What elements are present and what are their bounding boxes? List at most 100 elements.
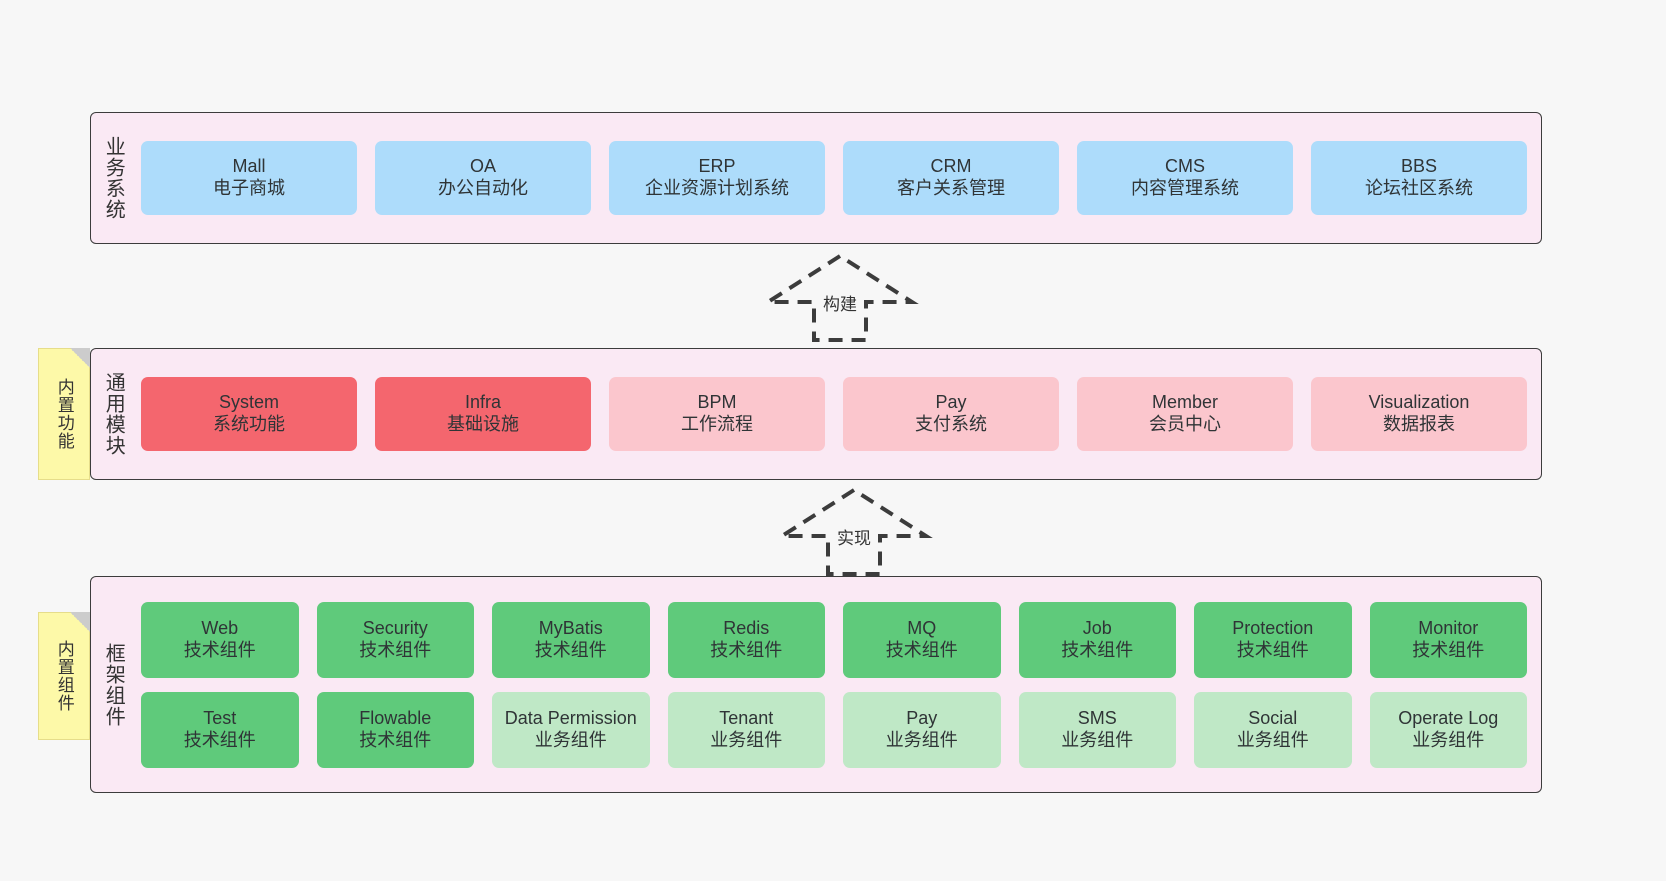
module-card-mall[interactable]: Mall 电子商城 bbox=[141, 141, 357, 215]
layer-body-common-modules: System 系统功能 Infra 基础设施 BPM 工作流程 Pay 支付系统… bbox=[135, 349, 1541, 479]
layer-title-framework-components: 框架组件 bbox=[102, 642, 125, 727]
component-card-protection[interactable]: Protection 技术组件 bbox=[1194, 601, 1352, 678]
module-card-infra[interactable]: Infra 基础设施 bbox=[375, 377, 591, 451]
layer-row: System 系统功能 Infra 基础设施 BPM 工作流程 Pay 支付系统… bbox=[141, 377, 1527, 451]
connector-implement: 实现 bbox=[766, 486, 942, 576]
component-card-pay[interactable]: Pay 业务组件 bbox=[843, 691, 1001, 768]
connector-label: 构建 bbox=[823, 295, 857, 314]
component-card-subtitle: 技术组件 bbox=[1412, 639, 1485, 660]
component-card-mq[interactable]: MQ 技术组件 bbox=[843, 601, 1001, 678]
module-card-subtitle: 数据报表 bbox=[1383, 414, 1455, 434]
component-card-subtitle: 技术组件 bbox=[359, 729, 432, 750]
component-card-subtitle: 业务组件 bbox=[534, 729, 607, 750]
sticky-note-builtin-components: 内置组件 bbox=[38, 612, 90, 740]
component-card-subtitle: 技术组件 bbox=[534, 639, 607, 660]
component-card-title: Protection bbox=[1232, 617, 1314, 638]
component-card-subtitle: 技术组件 bbox=[183, 639, 256, 660]
module-card-pay[interactable]: Pay 支付系统 bbox=[843, 377, 1059, 451]
module-card-visualization[interactable]: Visualization 数据报表 bbox=[1311, 377, 1527, 451]
component-card-title: Tenant bbox=[719, 707, 774, 728]
connector-label: 实现 bbox=[837, 529, 871, 548]
layer-row: Test 技术组件 Flowable 技术组件 Data Permission … bbox=[141, 691, 1527, 768]
component-card-monitor[interactable]: Monitor 技术组件 bbox=[1369, 601, 1527, 678]
component-card-title: Flowable bbox=[359, 707, 432, 728]
module-card-title: Visualization bbox=[1368, 392, 1470, 413]
component-card-data-permission[interactable]: Data Permission 业务组件 bbox=[492, 691, 650, 768]
module-card-system[interactable]: System 系统功能 bbox=[141, 377, 357, 451]
layer-row: Web 技术组件 Security 技术组件 MyBatis 技术组件 Redi… bbox=[141, 601, 1527, 678]
component-card-social[interactable]: Social 业务组件 bbox=[1194, 691, 1352, 768]
layer-body-business-systems: Mall 电子商城 OA 办公自动化 ERP 企业资源计划系统 CRM 客户关系… bbox=[135, 113, 1541, 243]
layer-business-systems: 业务系统 Mall 电子商城 OA 办公自动化 ERP 企业资源计划系统 CRM… bbox=[90, 112, 1542, 244]
component-card-title: SMS bbox=[1077, 707, 1117, 728]
module-card-title: Mall bbox=[232, 156, 266, 177]
component-card-tenant[interactable]: Tenant 业务组件 bbox=[667, 691, 825, 768]
module-card-oa[interactable]: OA 办公自动化 bbox=[375, 141, 591, 215]
component-card-title: Test bbox=[203, 707, 237, 728]
component-card-subtitle: 业务组件 bbox=[1236, 729, 1309, 750]
module-card-title: CRM bbox=[930, 156, 972, 177]
module-card-subtitle: 会员中心 bbox=[1149, 414, 1221, 434]
module-card-title: BBS bbox=[1400, 156, 1438, 177]
component-card-security[interactable]: Security 技术组件 bbox=[316, 601, 474, 678]
module-card-subtitle: 企业资源计划系统 bbox=[645, 178, 789, 198]
component-card-subtitle: 技术组件 bbox=[1061, 639, 1134, 660]
component-card-subtitle: 业务组件 bbox=[710, 729, 783, 750]
component-card-web[interactable]: Web 技术组件 bbox=[141, 601, 299, 678]
module-card-title: System bbox=[218, 392, 279, 413]
module-card-title: Member bbox=[1151, 392, 1218, 413]
module-card-subtitle: 内容管理系统 bbox=[1131, 178, 1239, 198]
module-card-subtitle: 基础设施 bbox=[447, 414, 519, 434]
layer-title-business-systems: 业务系统 bbox=[102, 136, 125, 220]
component-card-title: MyBatis bbox=[538, 617, 603, 638]
sticky-note-label: 内置组件 bbox=[54, 640, 74, 712]
component-card-job[interactable]: Job 技术组件 bbox=[1018, 601, 1176, 678]
sticky-note-label: 内置功能 bbox=[54, 378, 74, 450]
component-card-flowable[interactable]: Flowable 技术组件 bbox=[316, 691, 474, 768]
component-card-redis[interactable]: Redis 技术组件 bbox=[667, 601, 825, 678]
component-card-operate-log[interactable]: Operate Log 业务组件 bbox=[1369, 691, 1527, 768]
component-card-title: Web bbox=[201, 617, 239, 638]
dashed-hollow-arrow-up-icon bbox=[775, 487, 933, 576]
layer-body-framework-components: Web 技术组件 Security 技术组件 MyBatis 技术组件 Redi… bbox=[135, 577, 1541, 792]
module-card-subtitle: 论坛社区系统 bbox=[1365, 178, 1473, 198]
module-card-bbs[interactable]: BBS 论坛社区系统 bbox=[1311, 141, 1527, 215]
module-card-member[interactable]: Member 会员中心 bbox=[1077, 377, 1293, 451]
component-card-title: Monitor bbox=[1418, 617, 1479, 638]
module-card-title: Pay bbox=[935, 392, 967, 413]
dashed-hollow-arrow-up-icon bbox=[761, 253, 919, 342]
module-card-crm[interactable]: CRM 客户关系管理 bbox=[843, 141, 1059, 215]
module-card-subtitle: 支付系统 bbox=[915, 414, 987, 434]
component-card-subtitle: 业务组件 bbox=[885, 729, 958, 750]
component-card-title: MQ bbox=[907, 617, 937, 638]
component-card-subtitle: 技术组件 bbox=[183, 729, 256, 750]
layer-row: Mall 电子商城 OA 办公自动化 ERP 企业资源计划系统 CRM 客户关系… bbox=[141, 141, 1527, 215]
module-card-title: CMS bbox=[1165, 156, 1205, 177]
component-card-subtitle: 技术组件 bbox=[359, 639, 432, 660]
module-card-subtitle: 系统功能 bbox=[213, 414, 285, 434]
component-card-sms[interactable]: SMS 业务组件 bbox=[1018, 691, 1176, 768]
component-card-subtitle: 业务组件 bbox=[1061, 729, 1134, 750]
component-card-subtitle: 技术组件 bbox=[1236, 639, 1309, 660]
module-card-title: ERP bbox=[698, 156, 736, 177]
module-card-subtitle: 工作流程 bbox=[681, 414, 753, 434]
module-card-erp[interactable]: ERP 企业资源计划系统 bbox=[609, 141, 825, 215]
layer-title-common-modules: 通用模块 bbox=[102, 372, 125, 456]
component-card-title: Job bbox=[1082, 617, 1112, 638]
sticky-note-builtin-functions: 内置功能 bbox=[38, 348, 90, 480]
component-card-mybatis[interactable]: MyBatis 技术组件 bbox=[492, 601, 650, 678]
component-card-title: Redis bbox=[723, 617, 770, 638]
module-card-title: Infra bbox=[464, 392, 502, 413]
layer-common-modules: 通用模块 System 系统功能 Infra 基础设施 BPM 工作流程 Pay… bbox=[90, 348, 1542, 480]
module-card-title: BPM bbox=[697, 392, 737, 413]
component-card-test[interactable]: Test 技术组件 bbox=[141, 691, 299, 768]
component-card-title: Pay bbox=[906, 707, 938, 728]
module-card-cms[interactable]: CMS 内容管理系统 bbox=[1077, 141, 1293, 215]
component-card-subtitle: 技术组件 bbox=[885, 639, 958, 660]
component-card-title: Data Permission bbox=[504, 707, 637, 728]
layer-framework-components: 框架组件 Web 技术组件 Security 技术组件 MyBatis 技术组件… bbox=[90, 576, 1542, 793]
module-card-title: OA bbox=[469, 156, 496, 177]
module-card-bpm[interactable]: BPM 工作流程 bbox=[609, 377, 825, 451]
connector-build: 构建 bbox=[752, 252, 928, 344]
